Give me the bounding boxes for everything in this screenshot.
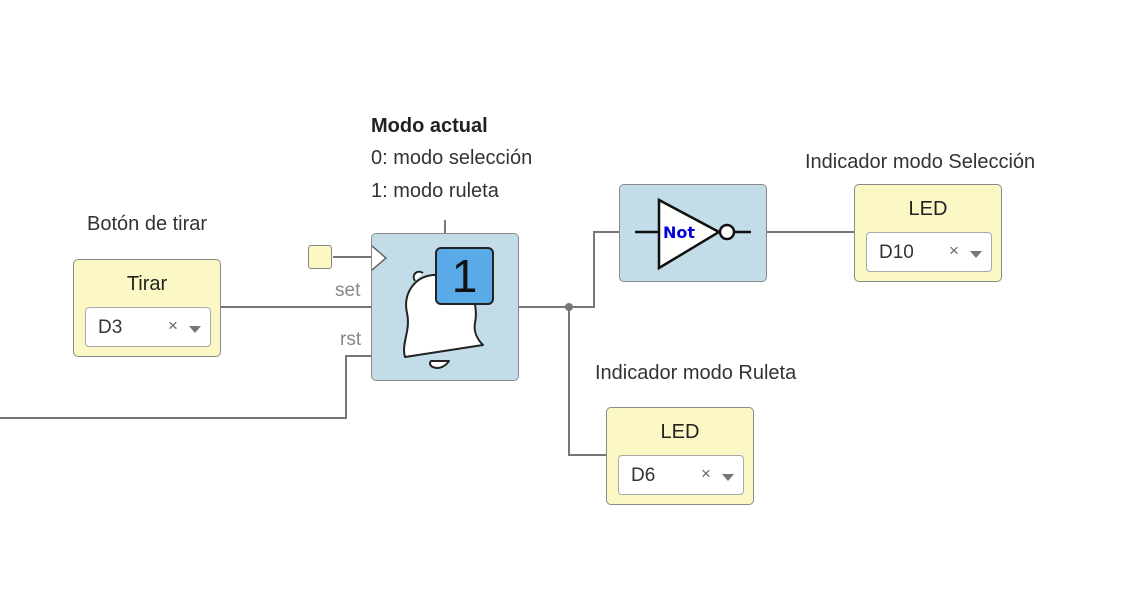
chevron-down-icon[interactable] <box>722 474 734 481</box>
wire-to-not-gate <box>569 231 620 308</box>
not-gate-block[interactable]: Not <box>619 184 767 282</box>
clear-icon[interactable]: × <box>701 464 711 483</box>
led-selection-caption: Indicador modo Selección <box>805 151 1036 173</box>
mode-title: Modo actual <box>371 115 488 137</box>
rst-port-label: rst <box>340 329 362 350</box>
not-gate-label: Not <box>663 223 696 242</box>
flipflop-block[interactable]: 1 <box>371 233 519 381</box>
led-roulette-caption: Indicador modo Ruleta <box>595 362 797 384</box>
set-port-label: set <box>335 280 361 301</box>
mode-line-1: 1: modo ruleta <box>371 180 499 202</box>
clear-icon[interactable]: × <box>949 241 959 260</box>
mode-line-0: 0: modo selección <box>371 147 533 169</box>
led-selection-pin-select[interactable]: D10 × <box>866 232 992 272</box>
chevron-down-icon[interactable] <box>189 326 201 333</box>
clock-input-square[interactable] <box>308 245 332 269</box>
led-block-selection[interactable]: LED D10 × <box>854 184 1002 282</box>
wire-junction-dot <box>565 303 573 311</box>
button-caption: Botón de tirar <box>87 213 208 235</box>
led-roulette-title: LED <box>660 421 700 443</box>
led-selection-pin-value: D10 <box>879 242 914 263</box>
button-block-title: Tirar <box>126 273 168 295</box>
led-roulette-pin-value: D6 <box>631 465 656 486</box>
clock-triangle-icon <box>371 245 388 271</box>
button-pin-value: D3 <box>98 317 123 338</box>
clear-icon[interactable]: × <box>168 316 178 335</box>
flipflop-value: 1 <box>451 250 478 302</box>
button-pin-select[interactable]: D3 × <box>85 307 211 347</box>
wire-to-led-roulette <box>568 307 607 456</box>
led-block-roulette[interactable]: LED D6 × <box>606 407 754 505</box>
not-gate-icon <box>635 197 751 271</box>
led-selection-title: LED <box>908 198 948 220</box>
wire-rst-input <box>0 355 372 419</box>
button-block-tirar[interactable]: Tirar D3 × <box>73 259 221 357</box>
led-roulette-pin-select[interactable]: D6 × <box>618 455 744 495</box>
chevron-down-icon[interactable] <box>970 251 982 258</box>
bell-icon <box>371 245 494 369</box>
